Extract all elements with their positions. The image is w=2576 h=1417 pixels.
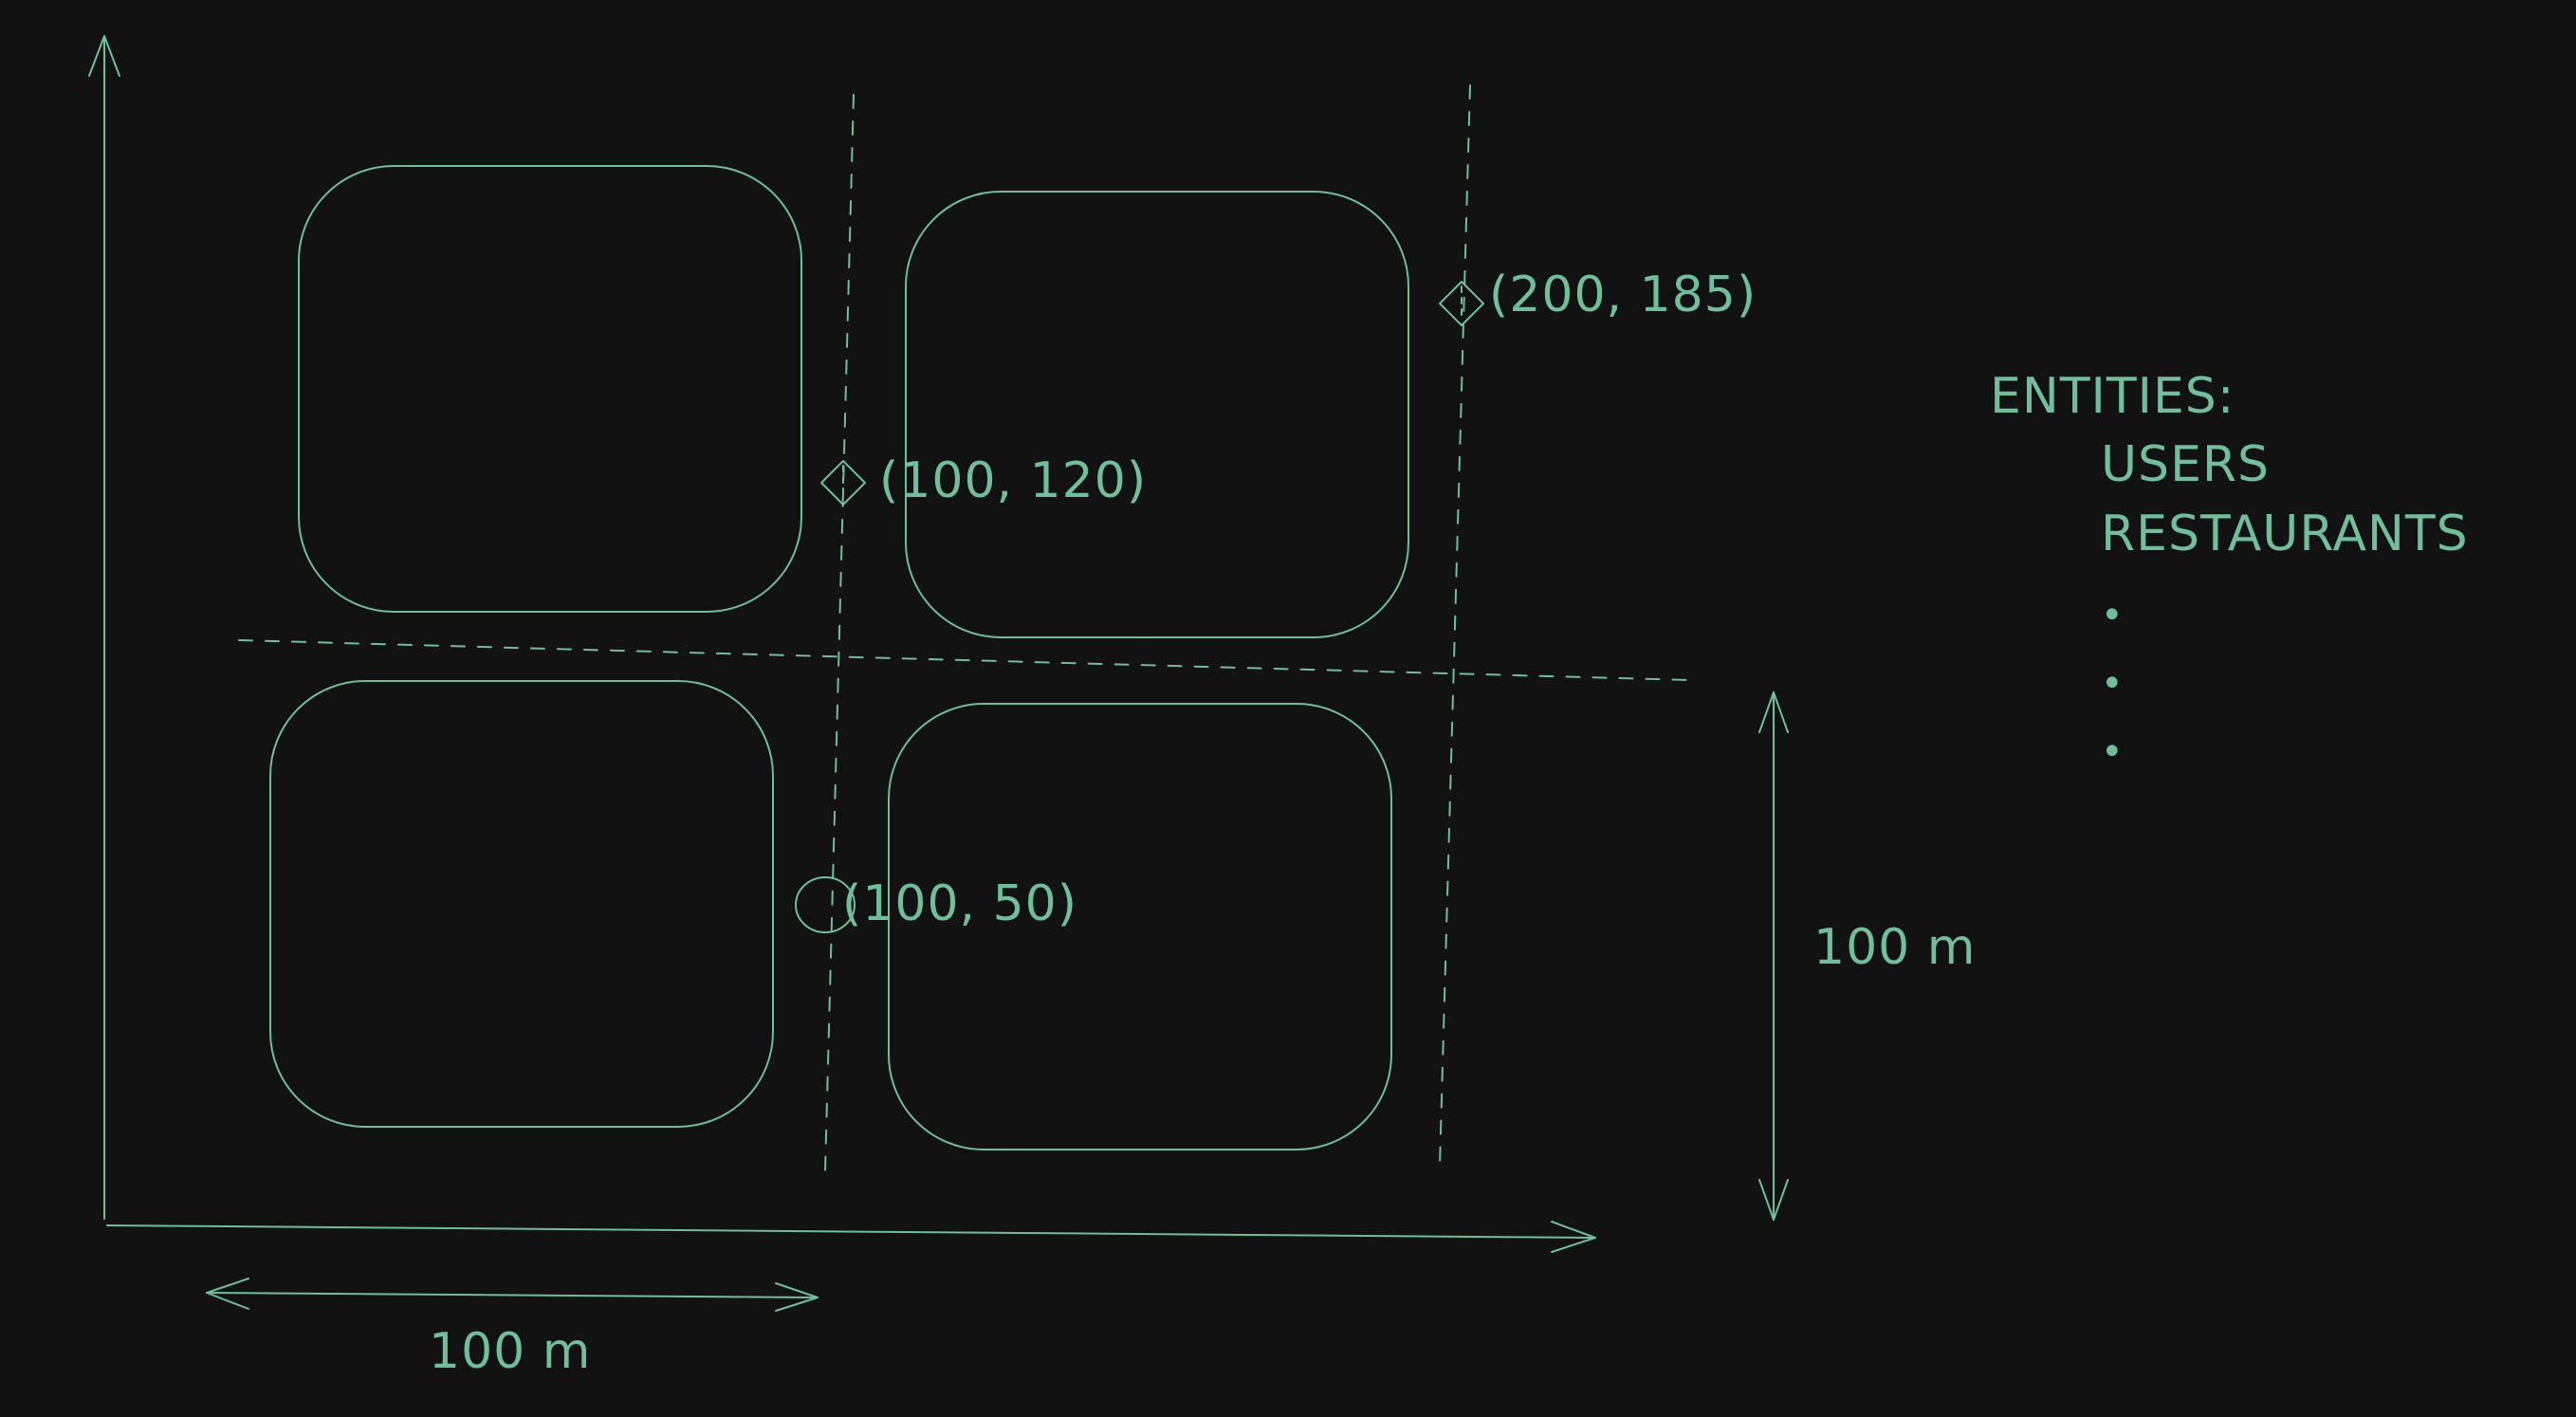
block-bottom-right	[888, 703, 1392, 1150]
point-label-200-185: (200, 185)	[1489, 267, 1757, 323]
block-top-right	[905, 191, 1409, 638]
entity-users: USERS	[2101, 436, 2270, 493]
x-axis	[106, 1221, 1596, 1253]
point-marker-100-120	[820, 460, 866, 506]
point-label-100-50: (100, 50)	[842, 875, 1077, 932]
horizontal-scale-label: 100 m	[429, 1323, 591, 1380]
ellipsis-dot-3: •	[2101, 730, 2125, 774]
entities-heading: ENTITIES:	[1990, 368, 2235, 425]
horizontal-dashed-line	[238, 639, 1689, 681]
grid-lines	[238, 84, 1689, 1172]
vertical-dashed-line-1	[824, 94, 855, 1172]
block-top-left	[298, 165, 802, 613]
vertical-dashed-line-2	[1439, 84, 1471, 1168]
point-label-100-120: (100, 120)	[879, 452, 1147, 509]
vertical-scale-label: 100 m	[1813, 919, 1976, 976]
point-marker-200-185	[1439, 281, 1484, 326]
vertical-scale-arrow	[1758, 691, 1789, 1221]
block-bottom-left	[269, 680, 774, 1128]
point-marker-100-50	[795, 876, 856, 933]
horizontal-scale-arrow	[206, 1278, 819, 1312]
y-axis	[88, 35, 120, 1220]
ellipsis-dot-2: •	[2101, 662, 2125, 706]
entity-restaurants: RESTAURANTS	[2101, 506, 2469, 562]
ellipsis-dot-1: •	[2101, 594, 2125, 637]
